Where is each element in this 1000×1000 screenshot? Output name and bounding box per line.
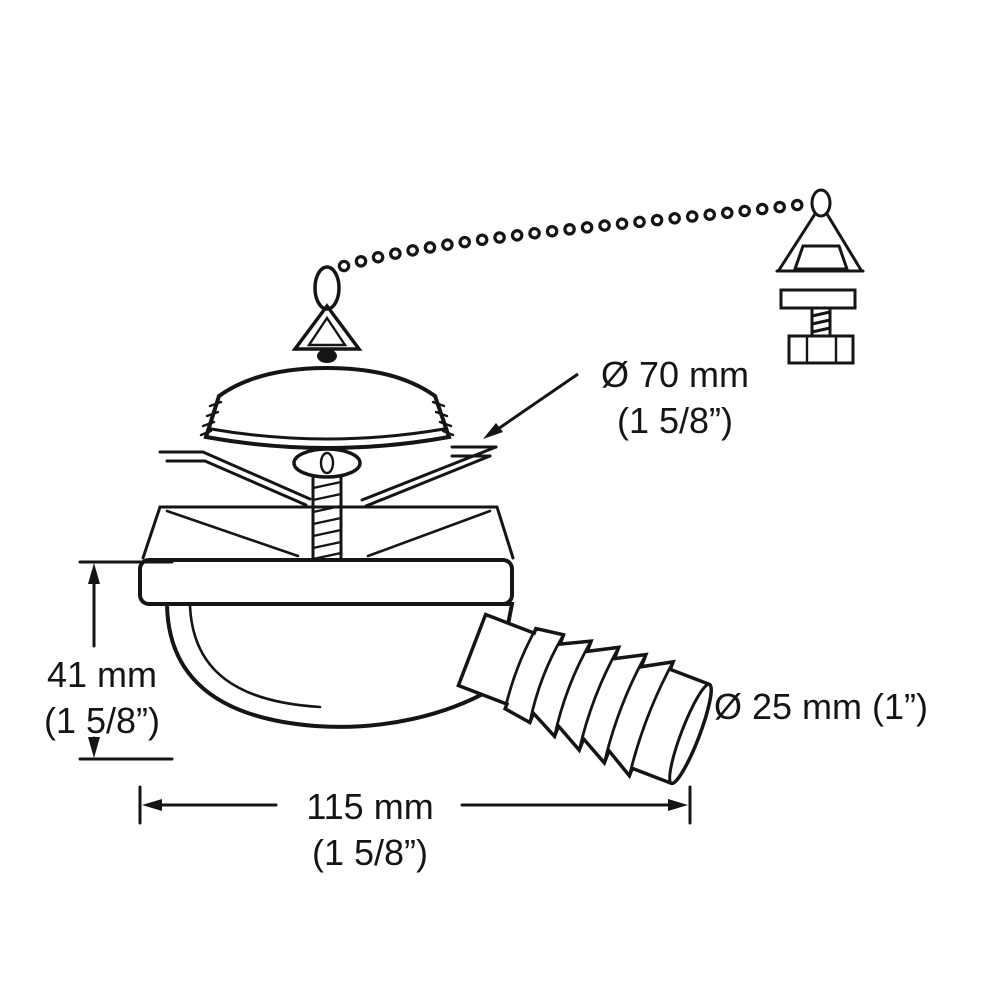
drain-body-inner-wall — [188, 604, 322, 709]
arrowhead-left — [142, 799, 162, 811]
dim-overall-width-metric: 115 mm — [306, 786, 434, 827]
dim-outlet-diameter-label: Ø 25 mm (1”) — [714, 684, 984, 730]
plug-stopper — [199, 265, 455, 450]
dim-plug-diameter-imperial: (1 5/8”) — [616, 400, 734, 441]
outlet-barb — [456, 612, 713, 786]
screw-thread — [311, 480, 343, 561]
drain-body — [164, 602, 515, 729]
outlet-ridge-lines — [503, 627, 675, 778]
drain-rim-section — [158, 445, 498, 508]
stay-nut-facets — [805, 334, 838, 365]
stay-triangle — [775, 212, 865, 273]
dim-plug-diameter-metric: Ø 70 mm — [600, 354, 750, 395]
screw-slot — [319, 451, 335, 475]
stay-eyelet — [810, 188, 832, 218]
outlet-silhouette — [456, 612, 713, 786]
stay-wedge — [792, 244, 850, 271]
dim-body-height-label: 41 mm (1 5/8”) — [22, 652, 182, 744]
dim-overall-width-label: 115 mm (1 5/8”) — [278, 784, 462, 876]
plug-knob — [317, 349, 337, 363]
dim-overall-width — [138, 785, 692, 825]
plug-chain — [337, 197, 813, 273]
stay-bolt-thread — [810, 306, 832, 338]
arrowhead-right — [668, 799, 688, 811]
dim-outlet-diameter-metric: Ø 25 mm (1”) — [714, 686, 929, 727]
stay-nut — [787, 334, 855, 365]
dim-plug-diameter-label: Ø 70 mm (1 5/8”) — [570, 352, 780, 444]
flange-section — [141, 505, 515, 560]
dim-overall-width-imperial: (1 5/8”) — [311, 832, 429, 873]
arrowhead — [483, 423, 503, 439]
chain-stay-bolt — [775, 188, 865, 365]
stay-bar — [779, 288, 857, 310]
plug-cap-serration-left — [199, 400, 223, 437]
plug-eyelet — [313, 265, 341, 311]
dim-body-height-metric: 41 mm — [46, 654, 158, 695]
screw-shaft — [311, 468, 343, 562]
screw-head — [292, 447, 362, 479]
plug-cap — [203, 365, 452, 450]
dim-plug-diameter-leader — [483, 372, 579, 439]
dim-body-height-imperial: (1 5/8”) — [43, 700, 161, 741]
plug-triangle-outer — [291, 303, 363, 351]
drain-body-cup — [164, 602, 515, 729]
plug-cap-serration-right — [431, 400, 455, 437]
plug-triangle-inner — [306, 315, 348, 347]
dim-body-height — [78, 560, 174, 761]
outlet-end-face — [668, 682, 713, 785]
arrowhead-up — [88, 563, 100, 584]
plug-cap-rim — [209, 427, 446, 441]
body-flange-ring — [138, 558, 514, 606]
arrowhead-down — [88, 737, 100, 758]
screw — [292, 447, 362, 562]
